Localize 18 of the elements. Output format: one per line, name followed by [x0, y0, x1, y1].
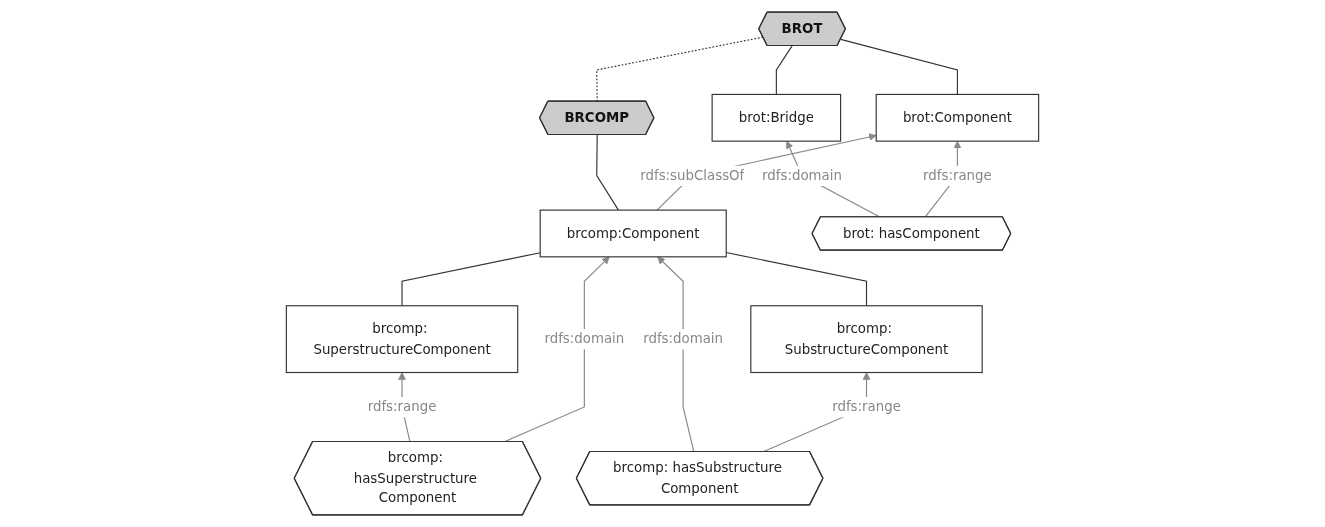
arrow	[657, 256, 695, 453]
edge-label: rdfs:subClassOf	[640, 167, 745, 184]
arrow	[656, 133, 877, 211]
node-box: brcomp: SubstructureComponent	[750, 305, 983, 374]
edge-label: rdfs:range	[367, 398, 437, 415]
connector	[775, 45, 793, 95]
edge-label: rdfs:domain	[762, 167, 842, 184]
node-box: brcomp: SuperstructureComponent	[285, 305, 519, 374]
connector	[596, 134, 620, 211]
node-box: brcomp:Component	[539, 209, 727, 258]
edge-label: rdfs:range	[923, 167, 992, 184]
edge-label: rdfs:domain	[544, 330, 625, 347]
node-box: brot:Component	[875, 93, 1040, 142]
connector	[840, 38, 958, 95]
edge-label: rdfs:domain	[643, 330, 724, 347]
node-box: brot:Bridge	[711, 93, 842, 142]
connector	[401, 252, 541, 307]
edge-label: rdfs:range	[832, 398, 901, 415]
